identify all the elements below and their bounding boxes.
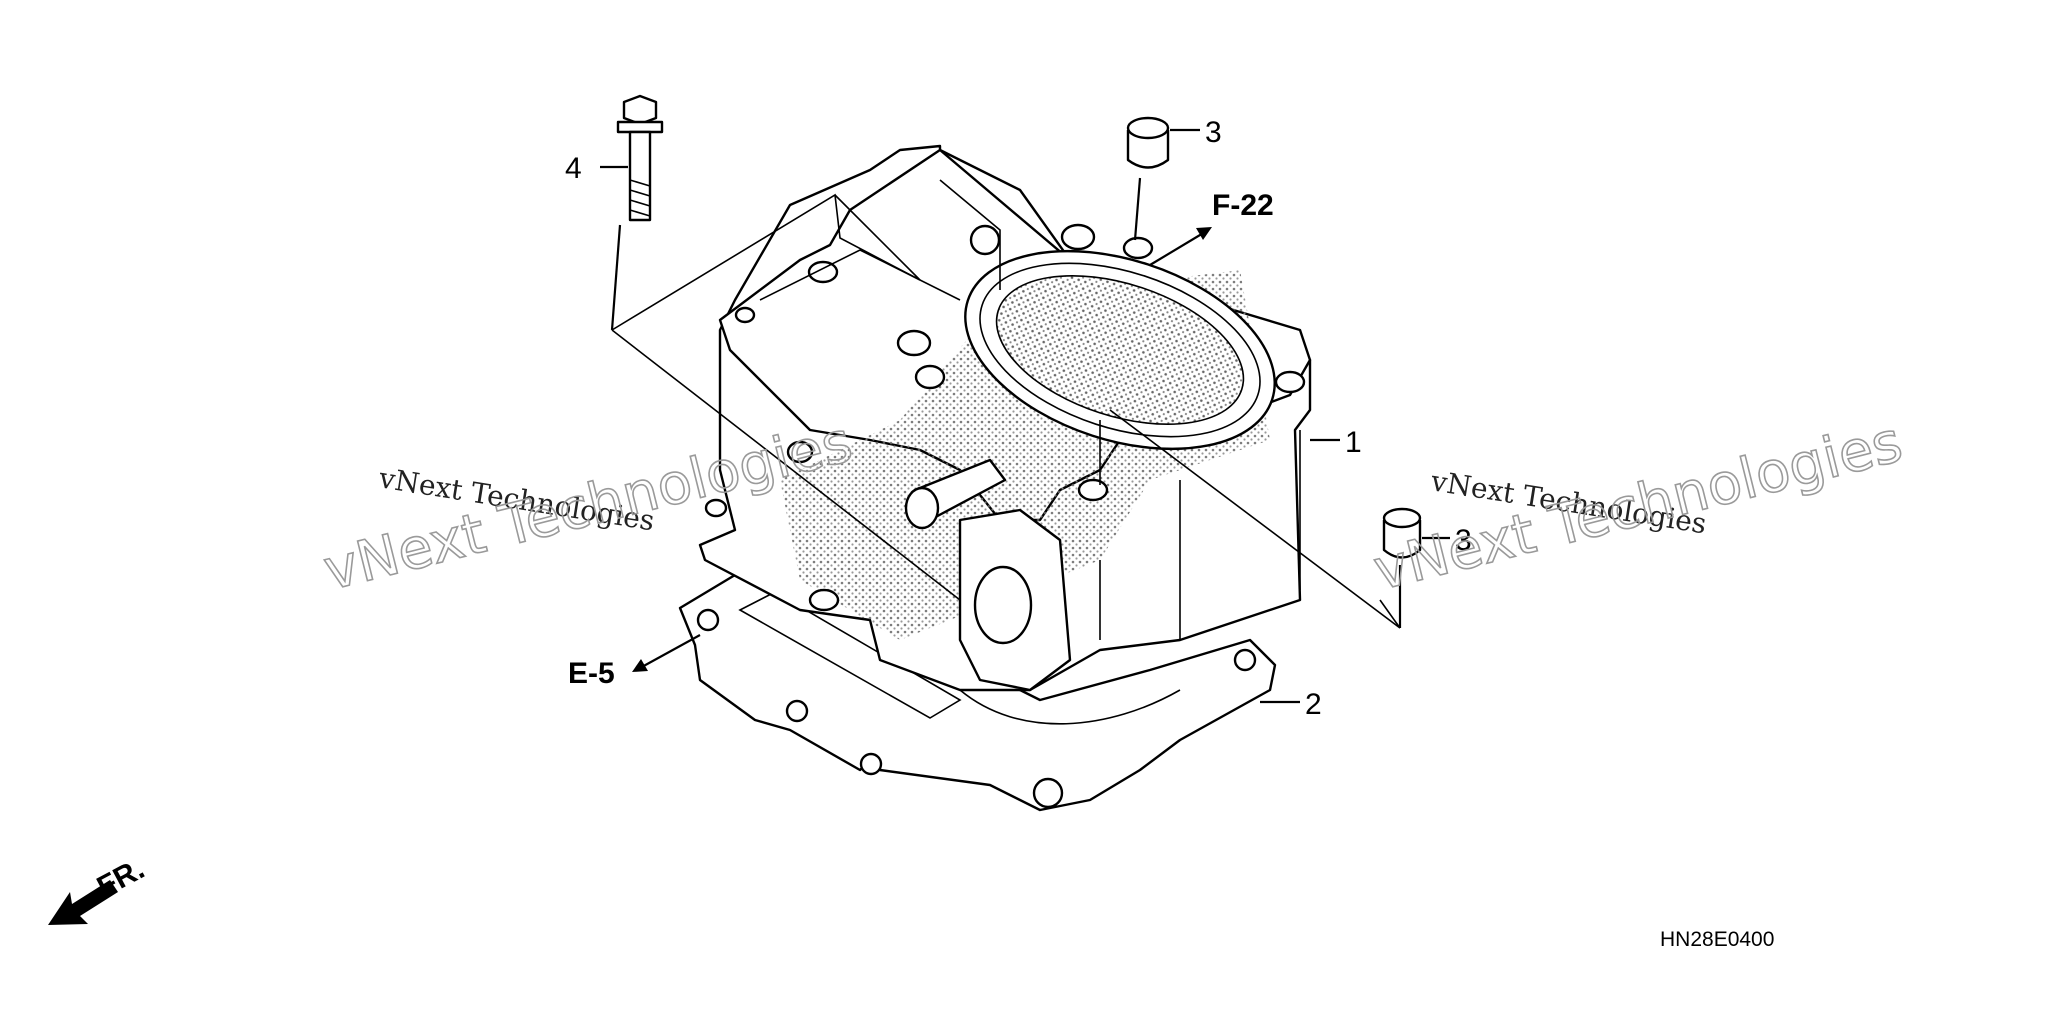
part-label-bolt: 4	[565, 152, 582, 185]
part-label-cylinder: 1	[1345, 426, 1362, 459]
part-label-gasket: 2	[1305, 688, 1322, 721]
dowel-pin-top	[1126, 116, 1170, 169]
cylinder-block	[698, 144, 1312, 692]
part-label-dowel-pin-top: 3	[1205, 116, 1222, 149]
flange-bolt	[616, 94, 664, 222]
watermark-right: vNext Technologies vNext Technologies	[1367, 409, 1909, 605]
part-label-dowel-pin-right: 3	[1455, 524, 1472, 557]
dowel-pin-right	[1382, 507, 1422, 559]
diagram-code: HN28E0400	[1660, 928, 1774, 951]
reference-f22: F-22	[1212, 189, 1274, 222]
reference-e5: E-5	[568, 657, 615, 690]
front-direction-arrow: FR.	[48, 852, 150, 925]
leader-lines	[600, 128, 1450, 704]
watermark-right-big: vNext Technologies	[1368, 410, 1909, 604]
